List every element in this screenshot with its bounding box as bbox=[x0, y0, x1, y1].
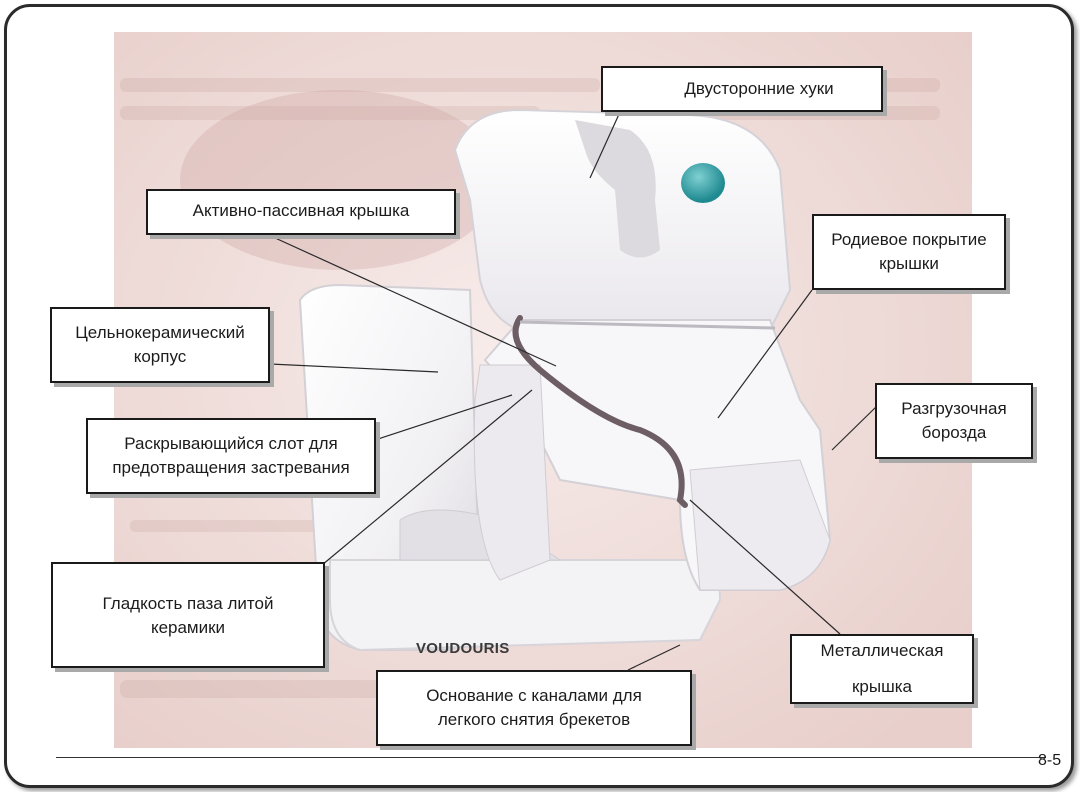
leader-rhodium bbox=[717, 289, 813, 419]
leader-body bbox=[269, 363, 439, 373]
leader-clip bbox=[261, 231, 557, 367]
pearl-dot bbox=[681, 163, 725, 203]
label-relief-groove: Разгрузочная борозда bbox=[875, 383, 1033, 459]
slot-block bbox=[473, 364, 551, 581]
footer-rule bbox=[56, 757, 1046, 758]
bracket-base-bottom bbox=[329, 559, 722, 652]
label-active-passive-clip: Активно-пассивная крышка bbox=[146, 189, 456, 235]
cap-edge bbox=[519, 320, 776, 330]
hook-slot bbox=[575, 120, 660, 258]
label-smooth-slot: Гладкость паза литой керамики bbox=[51, 562, 325, 668]
label-ceramic-body: Цельнокерамический корпус bbox=[50, 307, 270, 383]
leader-base bbox=[627, 644, 681, 671]
leader-flared bbox=[374, 394, 513, 441]
leader-lines bbox=[261, 111, 879, 671]
leader-hooks bbox=[589, 111, 621, 179]
wing-step bbox=[689, 459, 831, 591]
slide-number: 8-5 bbox=[1038, 752, 1062, 769]
leader-metal bbox=[689, 499, 841, 635]
label-flared-slot: Раскрывающийся слот для предотвращения з… bbox=[86, 418, 376, 494]
label-channel-base: Основание с каналами для легкого снятия … bbox=[376, 670, 692, 746]
label-hooks: Двусторонние хуки bbox=[601, 66, 883, 112]
label-metal-clip: Металлическая крышка bbox=[790, 634, 974, 704]
leader-smooth bbox=[321, 389, 533, 566]
brand-logo-text: VOUDOURIS bbox=[416, 640, 510, 657]
leader-groove bbox=[831, 404, 879, 451]
bracket-shadow bbox=[180, 90, 500, 270]
label-rhodium-coating: Родиевое покрытие крышки bbox=[812, 214, 1006, 290]
metal-clip-curve bbox=[512, 315, 688, 508]
